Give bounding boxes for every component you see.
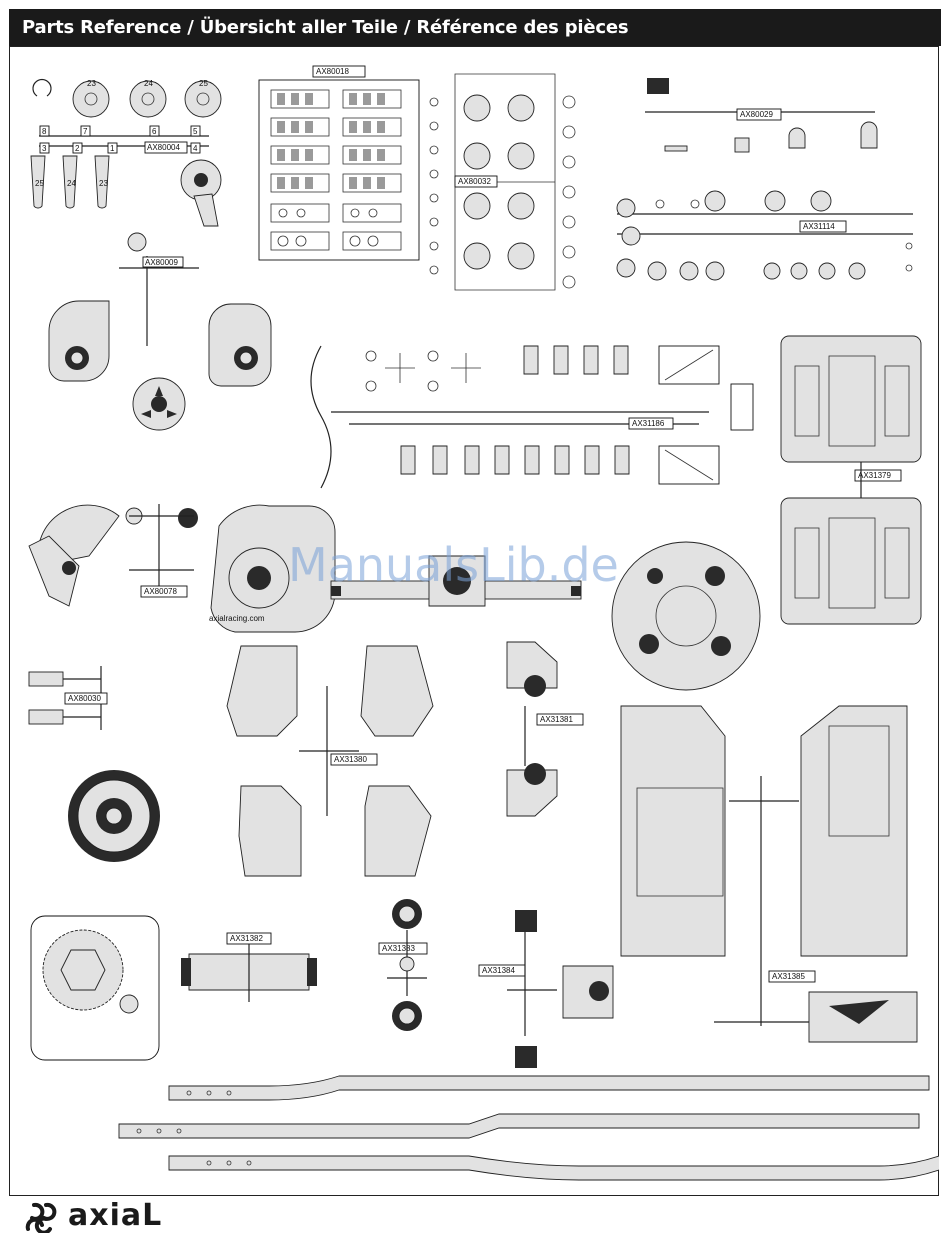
parts-group-ax31379: AX31379: [781, 336, 921, 624]
parts-group-ax80018: AX80018: [259, 66, 419, 260]
parts-group-ax31382: AX31382: [181, 933, 317, 1002]
part-number-label: AX80018: [316, 67, 349, 76]
link-mount-tr: [361, 646, 433, 736]
chassis-rail-upper: [169, 1076, 929, 1100]
page-title: Parts Reference / Übersicht aller Teile …: [22, 17, 628, 38]
part-number-label: AX80029: [740, 110, 773, 119]
brand-wordmark: axiaL: [68, 1198, 162, 1233]
parts-group-chassis-rails: [119, 1076, 939, 1180]
part-number-label: AX31383: [382, 944, 415, 953]
link-mount-br: [365, 786, 431, 876]
part-number-label: AX80030: [68, 694, 101, 703]
svg-text:5: 5: [193, 127, 198, 136]
parts-group-ax80032: AX80032: [430, 74, 575, 290]
body-panel-left: [621, 706, 725, 956]
svg-text:4: 4: [193, 144, 198, 153]
parts-group-ax31381: AX31381: [507, 642, 583, 816]
parts-group-ax80029: AX80029: [645, 78, 877, 152]
parts-group-ax80004: 23 24 25 8 7 6 5 3 2 1 4 AX80004 25 24 2…: [31, 79, 221, 226]
horn-number: 25: [35, 179, 44, 188]
skid-plate-bottom: [781, 498, 921, 624]
link-mount-bl: [239, 786, 301, 876]
part-number-label: AX31382: [230, 934, 263, 943]
svg-text:8: 8: [42, 127, 47, 136]
svg-text:7: 7: [83, 127, 88, 136]
part-number-label: AX31186: [632, 419, 665, 428]
wheel-center: [612, 542, 760, 690]
part-number-label: AX31380: [334, 755, 367, 764]
part-number-label: AX31385: [772, 972, 805, 981]
chassis-rail-middle: [119, 1114, 919, 1138]
svg-text:3: 3: [42, 144, 47, 153]
svg-text:1: 1: [110, 144, 115, 153]
axial-logo-icon: [24, 1201, 64, 1233]
part-number-label: AX31379: [858, 471, 891, 480]
parts-group-ax31384: AX31384: [479, 910, 613, 1068]
part-number-label: AX80009: [145, 258, 178, 267]
horn-number: 24: [67, 179, 76, 188]
parts-group-ax80078: AX80078: [29, 504, 198, 606]
part-number-label: AX31381: [540, 715, 573, 724]
bumper-bar: [311, 346, 331, 488]
gear-number: 25: [199, 79, 208, 88]
parts-group-ax31383: AX31383: [379, 899, 427, 1031]
svg-text:2: 2: [75, 144, 80, 153]
parts-group-ax80030: AX80030: [29, 666, 107, 730]
body-panel-right: [801, 706, 907, 956]
parts-group-wheel-hub: [612, 542, 760, 690]
parts-group-beadlock: [68, 770, 160, 862]
page-header: Parts Reference / Übersicht aller Teile …: [9, 9, 941, 46]
chassis-rail-lower: [169, 1156, 939, 1180]
part-number-label: AX31384: [482, 966, 515, 975]
horn-number: 23: [99, 179, 108, 188]
gear-number: 23: [87, 79, 96, 88]
parts-group-ax31380: AX31380: [227, 646, 433, 876]
skid-plate-top: [781, 336, 921, 462]
motor-plate-text: axialracing.com: [209, 614, 265, 623]
parts-group-ax31385: AX31385: [621, 706, 917, 1042]
gearbox-half-right: [209, 304, 271, 386]
part-number-label: AX80032: [458, 177, 491, 186]
part-number-label: AX31114: [803, 222, 835, 231]
part-number-label: AX80004: [147, 143, 180, 152]
c-clip-part: [33, 80, 51, 96]
svg-text:6: 6: [152, 127, 157, 136]
gear-number: 24: [144, 79, 153, 88]
parts-group-spur-gear: [31, 916, 159, 1060]
link-mount-tl: [227, 646, 297, 736]
parts-group-ax31114: AX31114: [617, 191, 913, 280]
parts-diagram: 23 24 25 8 7 6 5 3 2 1 4 AX80004 25 24 2…: [9, 46, 939, 1196]
parts-group-ax31186: AX31186: [311, 346, 753, 488]
parts-group-ax80009: AX80009: [49, 233, 271, 430]
watermark: ManualsLib.de: [288, 538, 619, 592]
part-number-label: AX80078: [144, 587, 177, 596]
